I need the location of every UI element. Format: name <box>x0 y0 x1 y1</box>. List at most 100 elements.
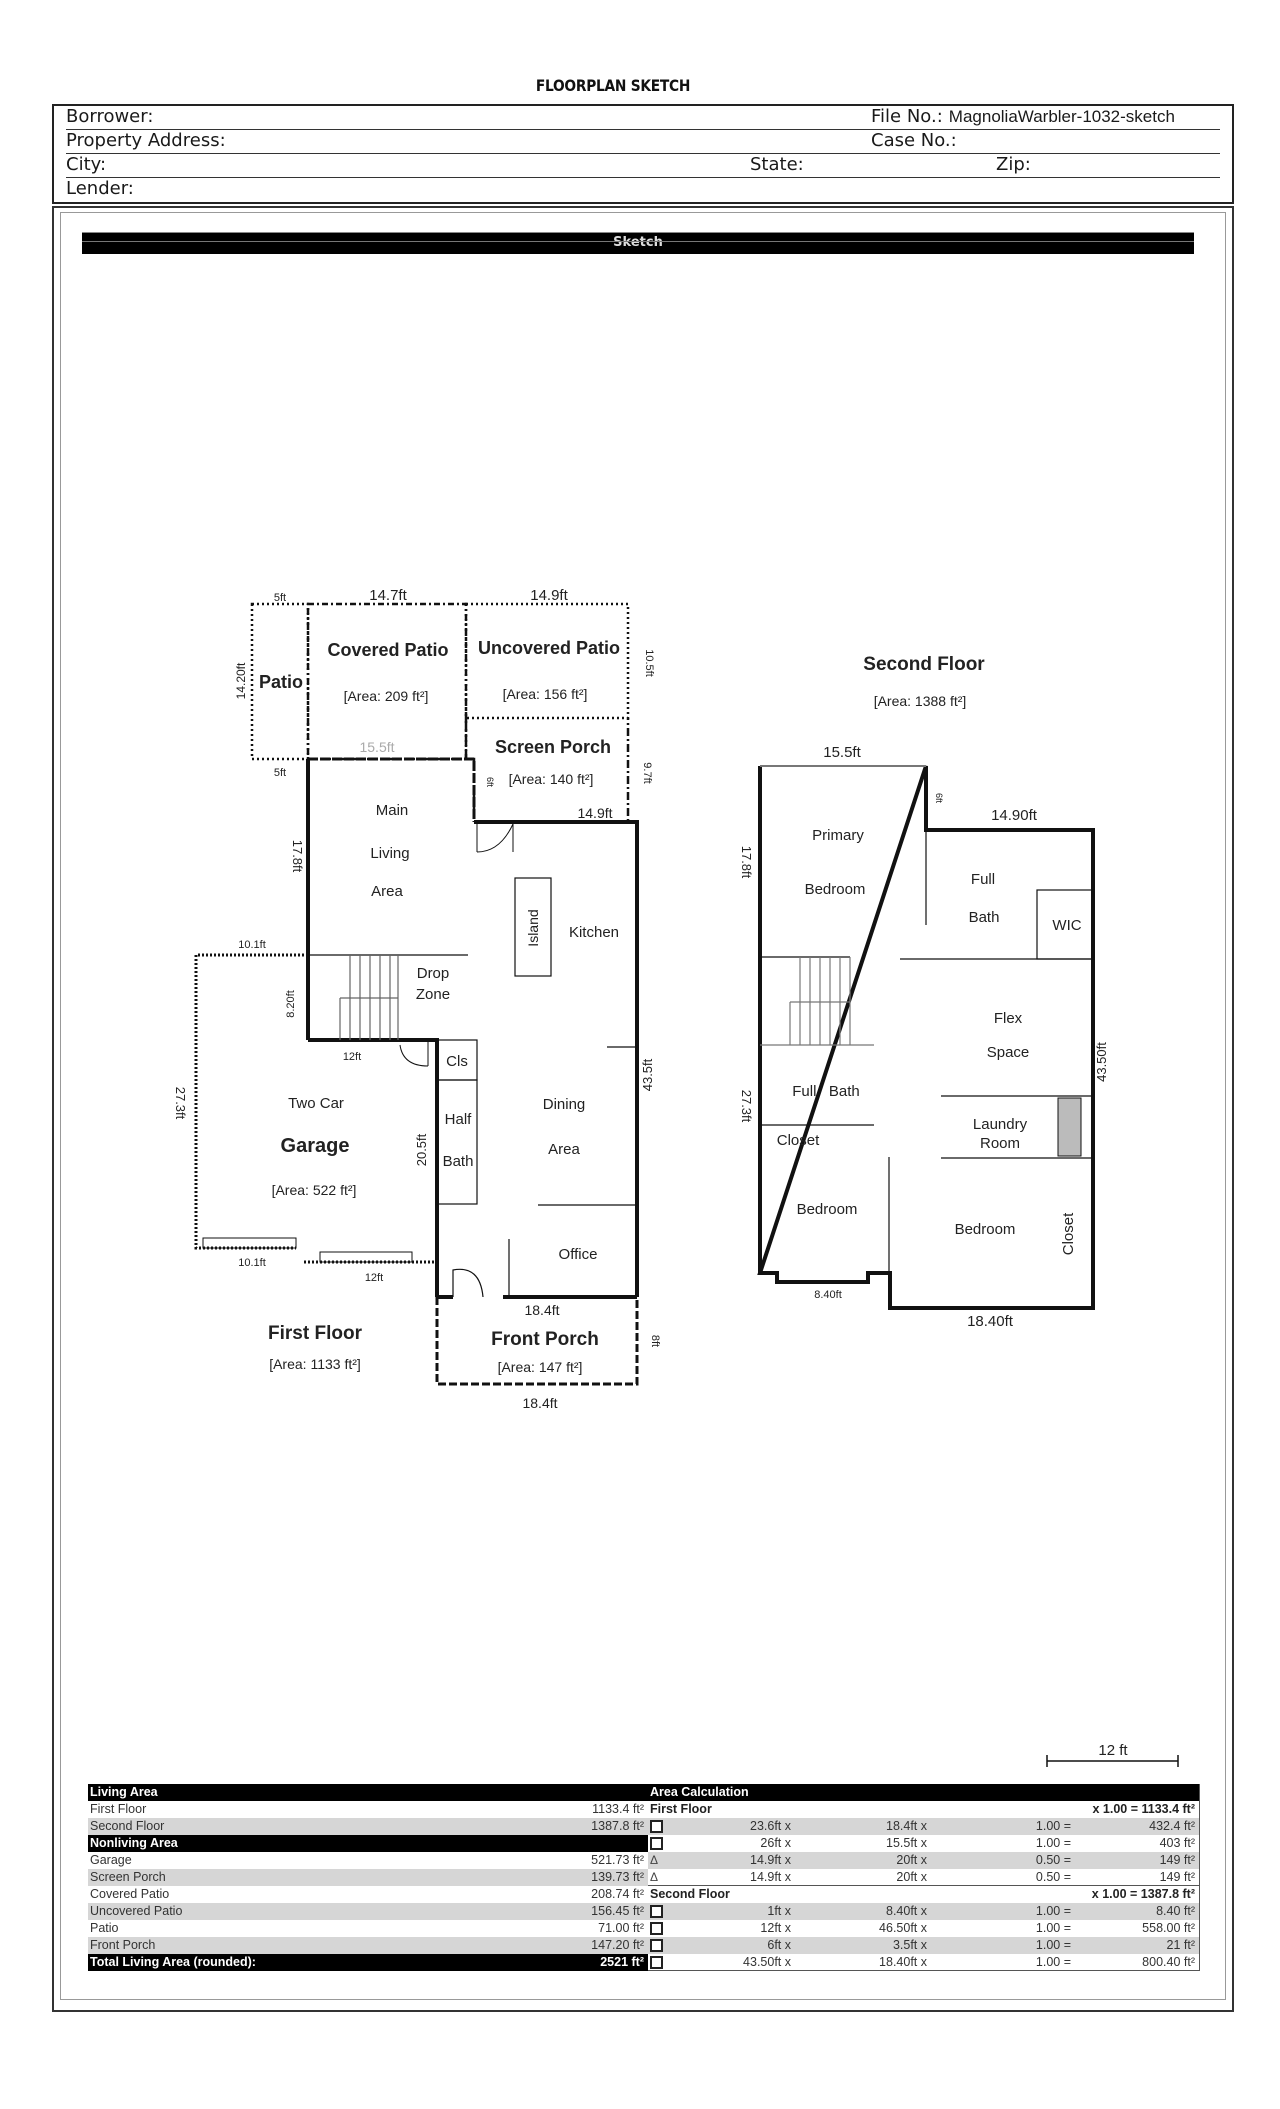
label-laundry-room: Room <box>980 1135 1020 1152</box>
property-address-label: Property Address: <box>66 130 226 151</box>
first-floor-plan <box>194 602 639 1386</box>
dim-screen-side: 9.7ft <box>641 762 653 783</box>
label-kitchen: Kitchen <box>569 924 619 941</box>
dim-patio-top: 5ft <box>274 592 286 604</box>
sketch-frame: Sketch <box>52 206 1234 2012</box>
label-primary: Primary <box>812 827 864 844</box>
label-garage: Garage <box>281 1135 350 1157</box>
label-second-floor-area: [Area: 1388 ft²] <box>874 693 967 709</box>
garage-door-right <box>319 1251 413 1263</box>
dim-covered-top: 14.7ft <box>369 587 407 604</box>
label-front-porch: Front Porch <box>491 1329 599 1350</box>
label-island: Island <box>525 909 541 946</box>
front-door-swing <box>452 1268 484 1298</box>
door-swing-closet <box>399 1040 429 1067</box>
lender-label: Lender: <box>66 178 134 199</box>
label-drop: Drop <box>417 965 450 982</box>
dim-second-bottom: 18.40ft <box>967 1313 1014 1330</box>
rectangle-shape-icon <box>650 1956 663 1969</box>
wall-top <box>308 757 476 822</box>
dim-second-bump-bottom: 8.40ft <box>814 1289 842 1301</box>
header-info-box: Borrower: File No.:MagnoliaWarbler-1032-… <box>52 104 1234 204</box>
label-closet: Cls <box>446 1053 468 1070</box>
dim-living-side: 17.8ft <box>290 840 305 873</box>
file-no-value: MagnoliaWarbler-1032-sketch <box>948 107 1175 126</box>
label-second-floor: Second Floor <box>863 654 985 675</box>
front-porch-outline <box>435 1297 639 1386</box>
first-floor-labels: 5ft 14.7ft 14.9ft 14.20ft Patio Covered … <box>173 587 661 1411</box>
city-label: City: <box>66 154 107 175</box>
dim-porch-top: 18.4ft <box>524 1302 559 1318</box>
file-no-label: File No.: <box>871 106 943 127</box>
label-closet-left: Closet <box>777 1132 820 1149</box>
kitchen-island <box>514 877 552 977</box>
covered-patio-outline <box>306 602 468 761</box>
label-first-floor: First Floor <box>268 1323 363 1344</box>
wall-right <box>474 820 639 1297</box>
rectangle-shape-icon <box>650 1922 663 1935</box>
half-bath-wall <box>436 1079 478 1205</box>
dim-garage-bottom-left: 10.1ft <box>238 1257 266 1269</box>
label-dining: Dining <box>543 1096 586 1113</box>
label-zone: Zone <box>416 986 450 1003</box>
label-space: Space <box>987 1044 1030 1061</box>
label-wic: WIC <box>1052 917 1081 934</box>
dim-stair-bottom: 12ft <box>343 1051 361 1063</box>
laundry-appliances <box>1057 1097 1082 1157</box>
dim-second-left-lower: 27.3ft <box>739 1090 754 1123</box>
zip-label: Zip: <box>996 154 1031 175</box>
label-dining-area: Area <box>548 1141 580 1158</box>
dim-uncovered-top: 14.9ft <box>530 587 568 604</box>
rectangle-shape-icon <box>650 1820 663 1833</box>
garage-outline <box>194 953 437 1264</box>
label-main: Main <box>376 802 409 819</box>
total-living-area-row: Total Living Area (rounded):2521 ft² <box>88 1954 648 1971</box>
second-floor-outline <box>757 765 1095 1310</box>
dim-garage-top: 10.1ft <box>238 939 266 951</box>
scale-bar: 12 ft <box>1046 1742 1179 1767</box>
dim-kitchen-top: 14.9ft <box>577 805 612 821</box>
label-closet-right: Closet <box>1060 1212 1077 1255</box>
label-front-porch-area: [Area: 147 ft²] <box>498 1359 583 1375</box>
label-office: Office <box>559 1246 598 1263</box>
wic-wall <box>1036 889 1094 960</box>
second-floor-labels: Second Floor [Area: 1388 ft²] 15.5ft 6ft… <box>739 654 1109 1330</box>
label-garage-area: [Area: 522 ft²] <box>272 1182 357 1198</box>
label-uncovered-patio-area: [Area: 156 ft²] <box>503 686 588 702</box>
label-flex: Flex <box>994 1010 1023 1027</box>
dim-second-step: 6ft <box>934 793 944 804</box>
scale-bar-label: 12 ft <box>1098 1742 1128 1759</box>
dim-patio-side: 14.20ft <box>234 662 248 699</box>
label-primary-bedroom: Bedroom <box>805 881 866 898</box>
header-row-address: Property Address: Case No.: <box>66 130 1220 154</box>
triangle-shape-icon: Δ <box>650 1853 659 1867</box>
dim-porch-bottom: 18.4ft <box>522 1395 557 1411</box>
triangle-shape-icon: Δ <box>650 1870 659 1884</box>
document-title: FLOORPLAN SKETCH <box>535 76 691 95</box>
second-floor-stairs <box>760 957 874 1046</box>
dim-garage-side: 27.3ft <box>173 1087 188 1120</box>
dim-screen-inner: 6ft <box>485 777 495 788</box>
dim-patio-bottom: 5ft <box>274 767 286 779</box>
case-no-label: Case No.: <box>871 130 957 151</box>
door-swing-kitchen <box>476 822 514 853</box>
label-screen-porch: Screen Porch <box>495 737 611 757</box>
dim-second-top: 15.5ft <box>823 744 861 761</box>
label-half: Half <box>445 1111 473 1128</box>
label-patio: Patio <box>259 672 303 692</box>
label-full: Full <box>971 871 995 888</box>
label-covered-patio: Covered Patio <box>327 640 448 660</box>
